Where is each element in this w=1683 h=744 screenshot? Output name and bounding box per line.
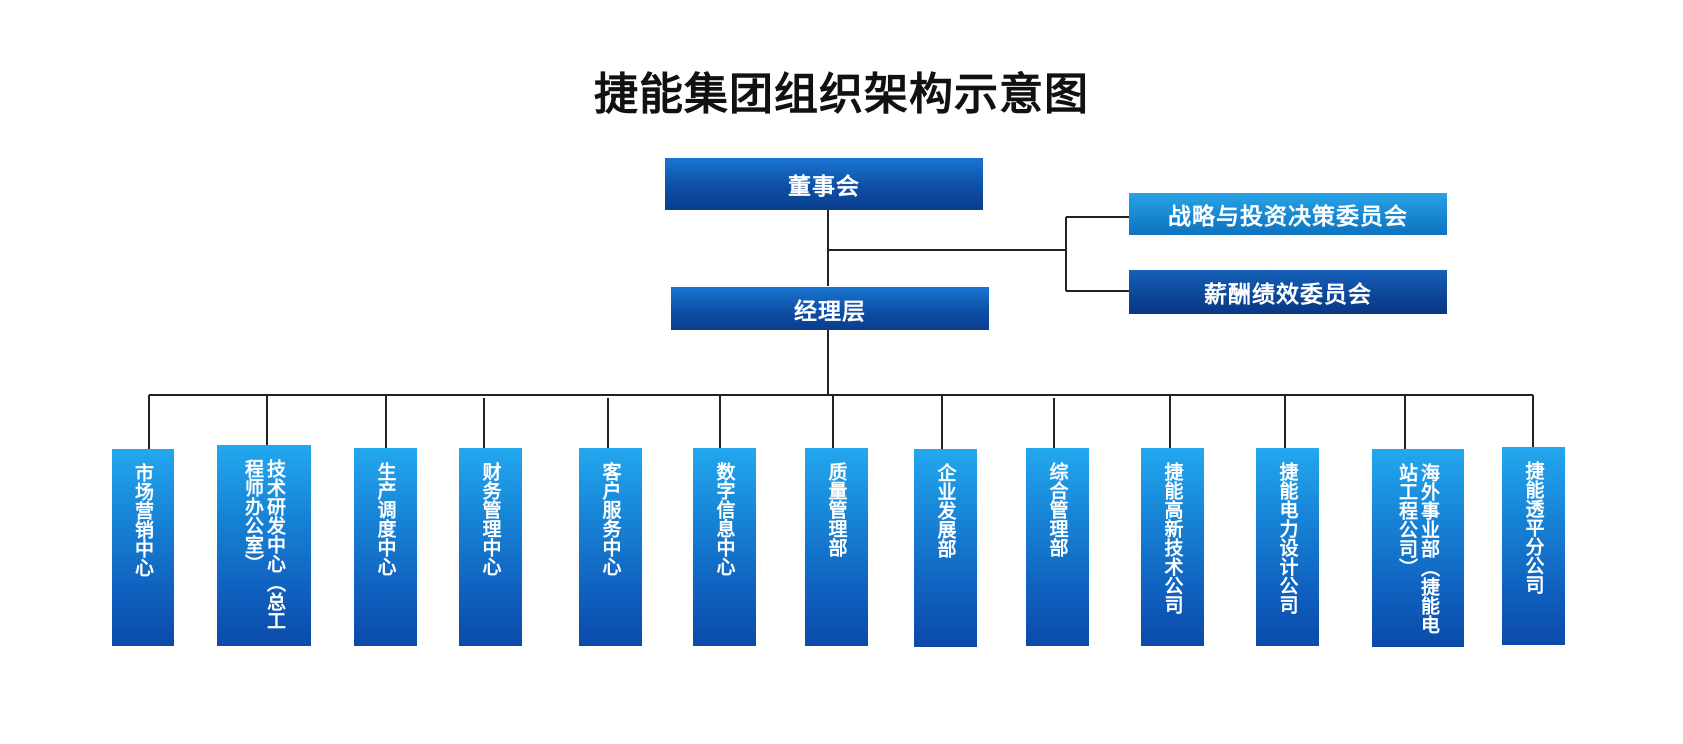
chart-title: 捷能集团组织架构示意图 <box>594 69 1089 120</box>
department-label: 捷能透平分公司 <box>1522 461 1545 594</box>
department-label: 市场营销中心 <box>132 463 154 577</box>
department-finance: 财务管理中心 <box>459 448 522 646</box>
department-digital-info: 数字信息中心 <box>693 448 756 646</box>
department-label: 企业发展部 <box>934 463 957 558</box>
department-label: 数字信息中心 <box>713 462 736 576</box>
department-label: 生产调度中心 <box>374 462 397 576</box>
department-power-design-company: 捷能电力设计公司 <box>1256 448 1319 646</box>
department-label: 技术研发中心（总工程师办公室） <box>242 459 286 630</box>
department-label: 质量管理部 <box>825 462 848 557</box>
compensation-committee-box: 薪酬绩效委员会 <box>1129 270 1447 314</box>
department-label: 捷能电力设计公司 <box>1276 462 1299 614</box>
department-hitech-company: 捷能高新技术公司 <box>1141 448 1204 646</box>
department-customer-service: 客户服务中心 <box>579 448 642 646</box>
department-label: 海外事业部（捷能电站工程公司） <box>1396 463 1440 634</box>
department-label: 综合管理部 <box>1046 462 1069 557</box>
strategy-committee-box: 战略与投资决策委员会 <box>1129 193 1447 235</box>
department-marketing: 市场营销中心 <box>112 449 174 646</box>
department-quality: 质量管理部 <box>805 448 868 646</box>
department-rnd: 技术研发中心（总工程师办公室） <box>217 445 311 646</box>
department-enterprise-dev: 企业发展部 <box>914 449 977 647</box>
department-label: 客户服务中心 <box>599 462 622 576</box>
department-label: 捷能高新技术公司 <box>1161 462 1184 614</box>
department-label: 财务管理中心 <box>479 462 502 576</box>
department-general-mgmt: 综合管理部 <box>1026 448 1089 646</box>
department-production: 生产调度中心 <box>354 448 417 646</box>
department-overseas: 海外事业部（捷能电站工程公司） <box>1372 449 1464 647</box>
department-turbine-branch: 捷能透平分公司 <box>1502 447 1565 645</box>
management-box: 经理层 <box>671 287 989 330</box>
board-box: 董事会 <box>665 158 983 210</box>
